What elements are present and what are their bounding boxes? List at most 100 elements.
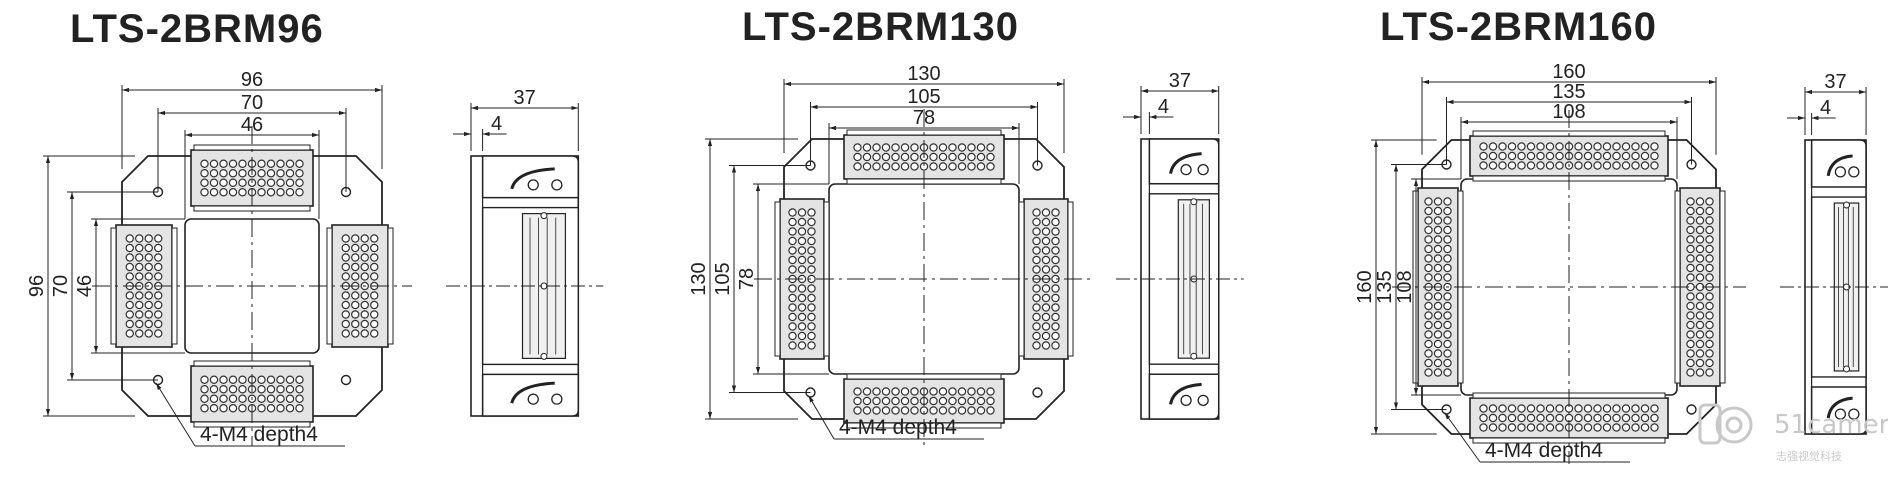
led-dot: [1705, 244, 1714, 254]
led-dot: [938, 406, 948, 415]
led-dot: [351, 291, 360, 300]
led-dot: [209, 375, 219, 384]
led-dot: [1433, 301, 1443, 311]
watermark-51camera: 51camera 志强视觉科技: [1698, 403, 1888, 463]
cable-gland: [1169, 152, 1202, 175]
led-dot: [228, 394, 238, 403]
led-dot: [1526, 413, 1536, 423]
side-view: 374: [1780, 71, 1888, 435]
led-dot: [1705, 263, 1714, 273]
led-dot: [881, 396, 891, 406]
led-dot: [788, 255, 797, 265]
led-dot: [1041, 227, 1051, 236]
led-dot: [351, 253, 360, 262]
dim-overall-height-label: 130: [688, 262, 710, 295]
led-dot: [266, 159, 276, 168]
led-dot: [900, 396, 910, 406]
dim-side-offset-label: 4: [491, 113, 502, 135]
rail-screw: [1190, 198, 1198, 206]
led-dot: [797, 303, 807, 312]
led-dot: [938, 152, 948, 162]
led-dot: [1621, 404, 1631, 413]
led-dot: [351, 234, 360, 243]
led-dot: [285, 394, 295, 403]
led-dot: [1424, 273, 1433, 282]
dim-overall-height-label: 96: [26, 275, 48, 297]
led-dot: [1695, 292, 1705, 301]
led-dot: [797, 246, 807, 255]
led-dot: [1705, 330, 1714, 339]
led-dot: [1433, 225, 1443, 235]
led-dot: [872, 406, 881, 415]
led-dot: [238, 159, 247, 168]
led-dot: [238, 385, 247, 394]
model-title-160: LTS-2BRM160: [1380, 5, 1657, 49]
led-dot: [807, 322, 816, 331]
led-dot: [219, 375, 228, 384]
led-dot: [1424, 216, 1433, 225]
led-dot: [1032, 322, 1041, 331]
led-dot: [1705, 368, 1714, 377]
led-dot: [219, 394, 228, 403]
led-dot: [1705, 339, 1714, 349]
led-dot: [891, 162, 900, 171]
led-dot: [125, 262, 134, 272]
led-dot: [872, 143, 881, 152]
led-dot: [1041, 341, 1051, 350]
led-dot: [1507, 151, 1517, 161]
led-dot: [285, 159, 295, 168]
led-dot: [370, 300, 379, 310]
led-dot: [1424, 320, 1433, 330]
led-dot: [1051, 236, 1060, 246]
led-dot: [1507, 404, 1517, 413]
led-dot: [285, 385, 295, 394]
led-dot: [1686, 292, 1695, 301]
led-dot: [788, 331, 797, 341]
led-dot: [862, 387, 872, 396]
led-dot: [135, 300, 144, 310]
led-dot: [1650, 151, 1659, 161]
led-dot: [1650, 161, 1659, 170]
led-dot: [125, 319, 134, 329]
led-dot: [1424, 330, 1433, 339]
led-dot: [1443, 273, 1452, 282]
led-dot: [872, 162, 881, 171]
led-dot: [967, 162, 976, 171]
led-dot: [1640, 151, 1650, 161]
led-dot: [1032, 312, 1041, 322]
dim-aperture-height-label: 46: [74, 275, 96, 297]
led-dot: [881, 162, 891, 171]
led-dot: [295, 188, 304, 197]
led-dot: [341, 300, 350, 310]
led-dot: [1526, 142, 1536, 151]
led-dot: [135, 234, 144, 243]
led-dot: [257, 188, 266, 197]
led-dot: [295, 385, 304, 394]
led-dot: [1705, 320, 1714, 330]
led-dot: [266, 385, 276, 394]
led-dot: [1051, 246, 1060, 255]
led-dot: [1705, 273, 1714, 282]
led-dot: [1051, 255, 1060, 265]
dim-side-width-label: 37: [514, 87, 536, 109]
led-dot: [1612, 413, 1621, 423]
led-dot: [807, 312, 816, 322]
led-dot: [1051, 312, 1060, 322]
led-dot: [1433, 339, 1443, 349]
led-dot: [853, 162, 862, 171]
led-dot: [862, 406, 872, 415]
led-dot: [797, 236, 807, 246]
led-dot: [1051, 227, 1060, 236]
led-dot: [219, 169, 228, 178]
led-dot: [257, 404, 266, 413]
led-dot: [1545, 404, 1555, 413]
led-dot: [1051, 322, 1060, 331]
led-dot: [1583, 151, 1593, 161]
led-dot: [1705, 301, 1714, 311]
cable-gland: [510, 381, 555, 404]
led-dot: [1507, 161, 1517, 170]
led-dot: [238, 404, 247, 413]
led-dot: [788, 227, 797, 236]
led-dot: [200, 404, 209, 413]
